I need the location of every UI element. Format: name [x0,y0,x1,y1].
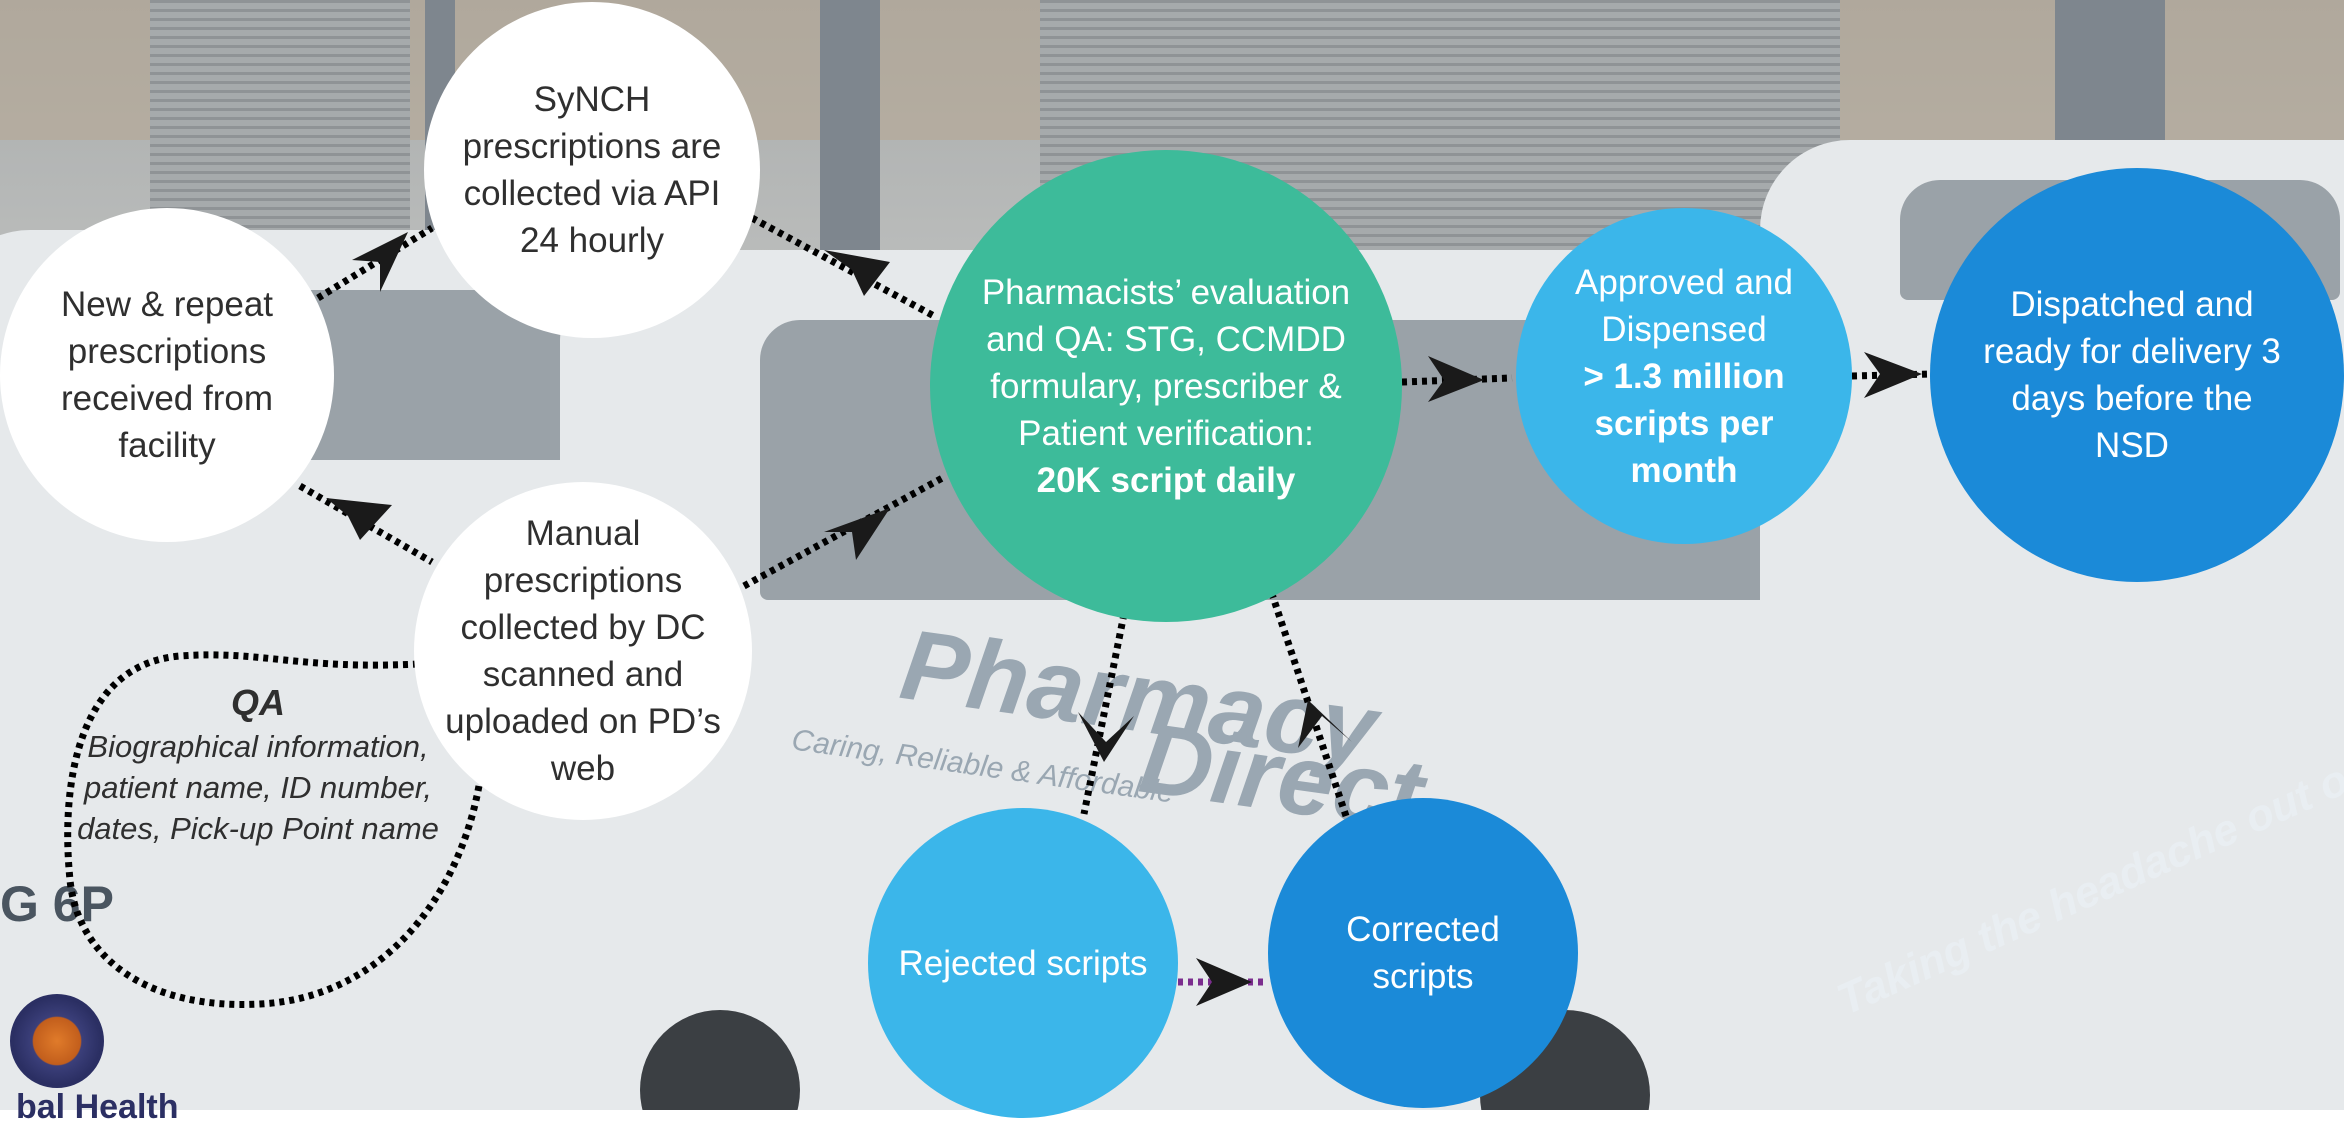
node-synch-prescriptions: SyNCH prescriptions are collected via AP… [424,2,760,338]
license-plate: G 6P [0,876,114,932]
organization-logo-icon [10,994,104,1088]
connector-new-to-synch [316,225,434,301]
chevron-icon [1078,712,1134,762]
chevron-icon [326,498,392,540]
connector-approved-to-dispatched [1851,370,1931,380]
node-pharmacists-evaluation: Pharmacists’ evaluation and QA: STG, CCM… [930,150,1402,622]
qa-note-body: Biographical information, patient name, … [77,729,439,846]
node-rejected-scripts: Rejected scripts [868,808,1178,1118]
chevron-icon [1196,958,1252,1006]
chevron-icon [1864,352,1922,398]
node-manual-label: Manual prescriptions collected by DC sca… [445,514,721,788]
node-new-repeat-label: New & repeat prescriptions received from… [60,285,274,465]
connector-pharmacists-to-rejected [1080,613,1128,815]
connector-new-to-qa [64,651,484,1008]
connector-pharmacists-to-approved [1401,374,1513,386]
chevron-icon [1428,356,1484,402]
node-dispatched-label: Dispatched and ready for delivery 3 days… [1983,285,2281,465]
node-pharmacists-highlight: 20K script daily [1036,460,1296,500]
chevron-icon [352,232,408,292]
chevron-icon [824,508,890,560]
node-corrected-scripts: Corrected scripts [1268,798,1578,1108]
node-approved-dispensed: Approved and Dispensed > 1.3 million scr… [1516,208,1852,544]
qa-note-title: QA [231,682,285,723]
node-approved-highlight: > 1.3 million scripts per month [1583,356,1785,490]
node-corrected-label: Corrected scripts [1346,910,1500,996]
chevron-icon [824,250,890,296]
node-new-repeat-prescriptions: New & repeat prescriptions received from… [0,208,334,542]
connector-synch-to-pharmacists [750,214,936,320]
node-pharmacists-label: Pharmacists’ evaluation and QA: STG, CCM… [981,272,1351,453]
chevron-icon [1298,700,1352,748]
node-synch-label: SyNCH prescriptions are collected via AP… [462,80,722,260]
qa-note: QA Biographical information, patient nam… [68,680,448,849]
shutter-door-left [150,0,410,250]
connector-manual-to-pharmacists [742,472,948,590]
node-dispatched: Dispatched and ready for delivery 3 days… [1930,168,2344,582]
node-rejected-label: Rejected scripts [898,943,1148,983]
node-approved-label: Approved and Dispensed [1575,262,1793,349]
node-manual-prescriptions: Manual prescriptions collected by DC sca… [414,482,752,820]
organization-logo-text: bal Health [16,1088,179,1126]
